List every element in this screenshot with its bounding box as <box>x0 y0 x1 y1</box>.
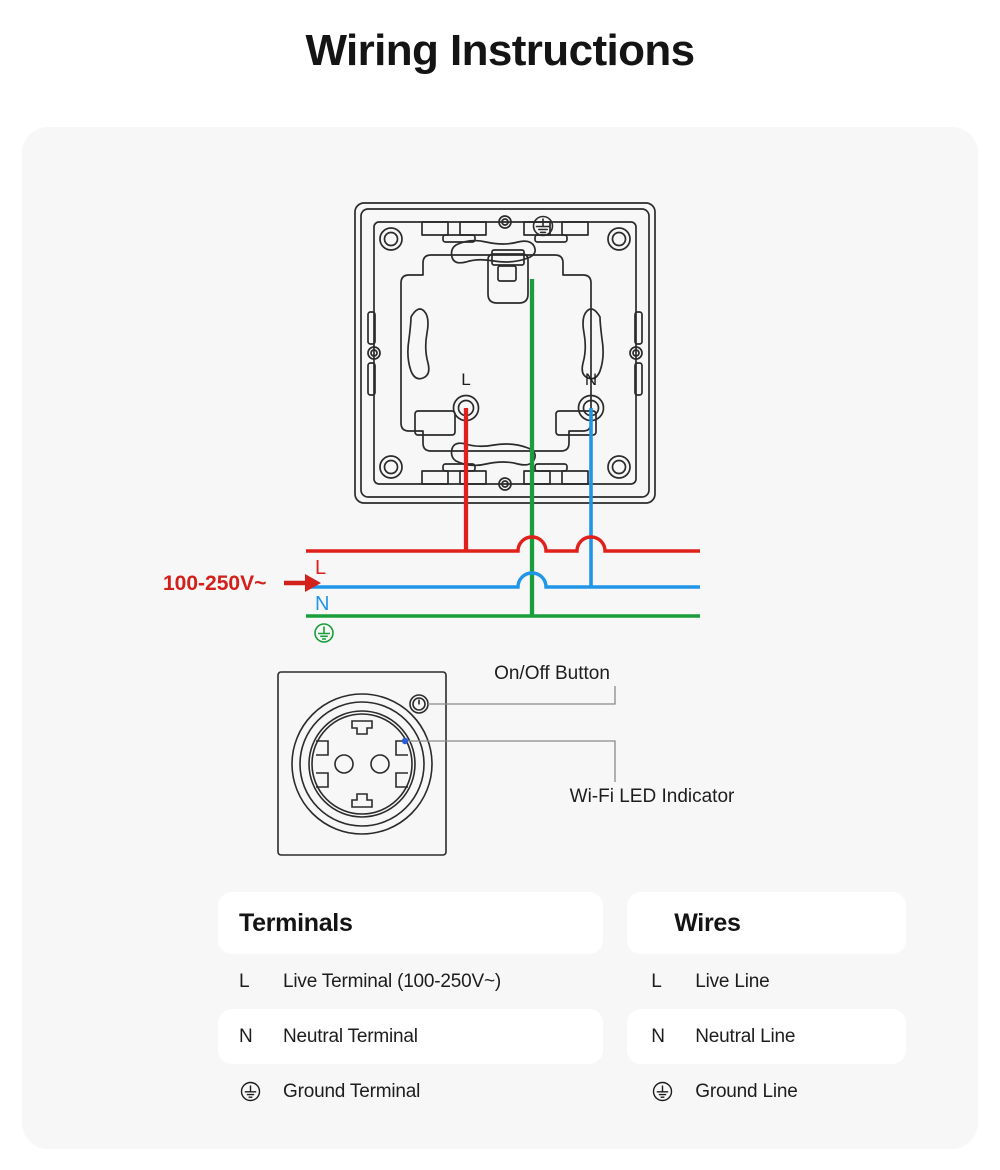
legend-symbol: L <box>651 970 662 992</box>
terminal-label-n: N <box>585 370 597 389</box>
terminal-label-l: L <box>461 370 470 389</box>
slot-right <box>581 308 604 380</box>
legend-symbol: L <box>239 970 250 992</box>
legend-row: N Neutral Terminal <box>218 1009 604 1064</box>
legend-text: Live Line <box>695 970 770 992</box>
legend-text: Ground Line <box>695 1080 798 1102</box>
power-button <box>409 694 429 714</box>
ground-symbol <box>532 215 554 237</box>
legend-row: N Neutral Line <box>627 1009 906 1064</box>
socket-front-view <box>277 671 447 856</box>
ground-icon <box>240 1081 261 1102</box>
page-title: Wiring Instructions <box>305 26 695 75</box>
callout-label-on-off: On/Off Button <box>494 663 610 684</box>
legend-symbol: N <box>651 1025 665 1047</box>
bus-label-live: L <box>315 557 326 579</box>
legend-row: L Live Terminal (100-250V~) <box>218 954 604 1009</box>
diagram-card: L N L N <box>22 127 978 1149</box>
legend-row: Ground Terminal <box>218 1064 604 1119</box>
legend-row: Ground Line <box>627 1064 906 1119</box>
legend-text: Live Terminal (100-250V~) <box>283 970 502 992</box>
bus-label-neutral: N <box>315 593 329 615</box>
legend-symbol-ground <box>651 1080 695 1103</box>
callout-leaders <box>408 686 616 782</box>
legend-row: L Live Line <box>627 954 906 1009</box>
slot-top <box>450 239 536 264</box>
legend-title-wires: Wires <box>674 908 741 937</box>
legend-text: Neutral Terminal <box>283 1025 418 1047</box>
callout-label-wifi-led: Wi-Fi LED Indicator <box>570 786 735 807</box>
legend-table-terminals: Terminals L Live Terminal (100-250V~) N … <box>218 892 604 1119</box>
legend-table-wires: Wires L Live Line N Neutral Line <box>627 892 906 1119</box>
terminal-holes <box>452 394 605 422</box>
slot-bottom <box>450 442 536 467</box>
ground-icon <box>653 1081 673 1102</box>
wiring-diagram: L N L N <box>163 202 735 856</box>
bus-ground-symbol <box>314 623 334 643</box>
legend-text: Ground Terminal <box>283 1080 421 1102</box>
ground-clamp <box>487 249 529 304</box>
mechanism-body <box>400 254 592 452</box>
legend-title-terminals: Terminals <box>239 908 353 937</box>
leader-on-off <box>428 686 616 705</box>
legend-header-terminals: Terminals <box>218 892 604 954</box>
corner-screws <box>379 227 631 479</box>
wifi-led <box>401 737 409 745</box>
legend-symbol-ground <box>239 1080 283 1103</box>
slot-left <box>407 308 430 380</box>
leader-wifi-led <box>408 740 616 782</box>
legend-text: Neutral Line <box>695 1025 796 1047</box>
legend-header-wires: Wires <box>627 892 906 954</box>
legend-symbol: N <box>239 1025 253 1047</box>
socket-back-plate <box>354 202 656 504</box>
legend-tables: Terminals L Live Terminal (100-250V~) N … <box>218 892 906 1119</box>
supply-voltage-label: 100-250V~ <box>163 572 266 595</box>
bus-line-live <box>306 535 700 553</box>
supply-arrow <box>284 574 321 592</box>
bus-line-neutral <box>306 571 700 589</box>
